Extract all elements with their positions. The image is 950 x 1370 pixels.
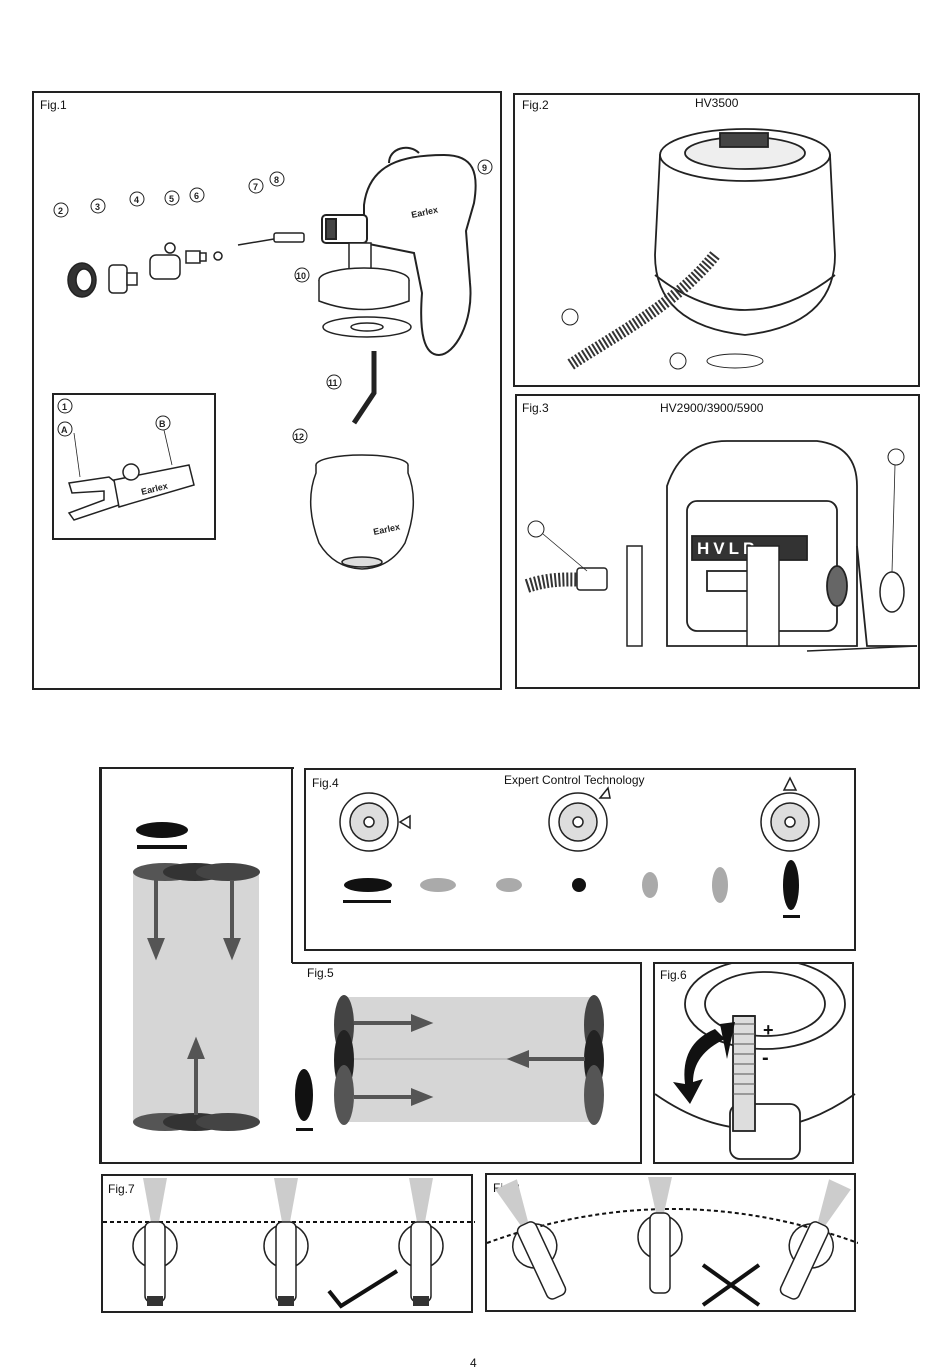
- part-needle: [238, 233, 304, 245]
- svg-text:A: A: [61, 425, 68, 435]
- fig6-panel: Fig.6 + -: [653, 962, 854, 1164]
- svg-text:4: 4: [134, 195, 139, 205]
- fig7-correct-technique: [103, 1176, 475, 1315]
- fig7-panel: Fig.7: [101, 1174, 473, 1313]
- fig8-incorrect-technique: [487, 1175, 858, 1314]
- part-air-cap: [109, 265, 137, 293]
- gun-straight-center: [638, 1177, 682, 1293]
- page-number: 4: [470, 1356, 477, 1370]
- part-nut: [68, 263, 96, 297]
- svg-text:9: 9: [482, 163, 487, 173]
- fig2-panel: Fig.2 HV3500: [513, 93, 920, 387]
- paint-container: Earlex: [311, 455, 414, 569]
- svg-text:2: 2: [58, 206, 63, 216]
- fig4-panel: Fig.4 Expert Control Technology: [304, 768, 856, 951]
- suction-tube: [354, 351, 374, 423]
- svg-text:7: 7: [253, 182, 258, 192]
- air-cap-dial-diagonal: [549, 788, 610, 851]
- svg-text:10: 10: [296, 271, 306, 281]
- gun-straight-2: [264, 1178, 308, 1306]
- svg-text:6: 6: [194, 191, 199, 201]
- gasket: [323, 317, 411, 337]
- svg-text:11: 11: [328, 378, 338, 388]
- fig2-turbine-diagram: [515, 95, 922, 389]
- fig4-pattern-diagram: [306, 770, 858, 953]
- gun-straight-1: [133, 1178, 177, 1306]
- spray-pattern-sequence: [343, 860, 800, 918]
- svg-text:1: 1: [62, 402, 67, 412]
- part-nozzle: [186, 251, 206, 263]
- air-cap-dial-vertical: [761, 778, 819, 851]
- fig8-panel: Fig.8: [485, 1173, 856, 1312]
- cross-icon: [703, 1265, 759, 1305]
- fig3-panel: Fig.3 HV2900/3900/5900 HVLP: [515, 394, 920, 689]
- svg-text:5: 5: [169, 194, 174, 204]
- plus-sign: +: [763, 1020, 774, 1040]
- rotate-arrow: [673, 1029, 725, 1104]
- fig1-inset-diagram: 1 A B Earlex: [54, 395, 218, 542]
- gun-tilted-left: [487, 1175, 578, 1306]
- svg-text:12: 12: [294, 432, 304, 442]
- callout-blank-1: [562, 309, 578, 325]
- fig5-vertical-panel: [100, 767, 294, 1164]
- gun-tilted-right: [768, 1175, 858, 1306]
- fig6-adjustment-diagram: + -: [655, 964, 856, 1166]
- svg-text:B: B: [159, 419, 166, 429]
- fig1-inset-panel: 1 A B Earlex: [52, 393, 216, 540]
- part-ring: [214, 252, 222, 260]
- part-cylinder: [150, 243, 180, 279]
- minus-sign: -: [762, 1047, 769, 1069]
- cup-lid: [319, 243, 409, 310]
- gun-straight-3: [399, 1178, 443, 1306]
- filter-disc: [880, 572, 904, 612]
- svg-text:3: 3: [95, 202, 100, 212]
- check-mark-icon: [329, 1271, 397, 1306]
- air-cap-wrench: Earlex: [69, 430, 194, 520]
- fig5-label: Fig.5: [307, 966, 334, 980]
- filter: [707, 354, 763, 368]
- svg-text:8: 8: [274, 175, 279, 185]
- air-cap-dial-horizontal: [340, 793, 410, 851]
- callout-blank-2: [670, 353, 686, 369]
- fig3-turbine-diagram: HVLP: [517, 396, 922, 691]
- fig1-panel: Fig.1: [32, 91, 502, 690]
